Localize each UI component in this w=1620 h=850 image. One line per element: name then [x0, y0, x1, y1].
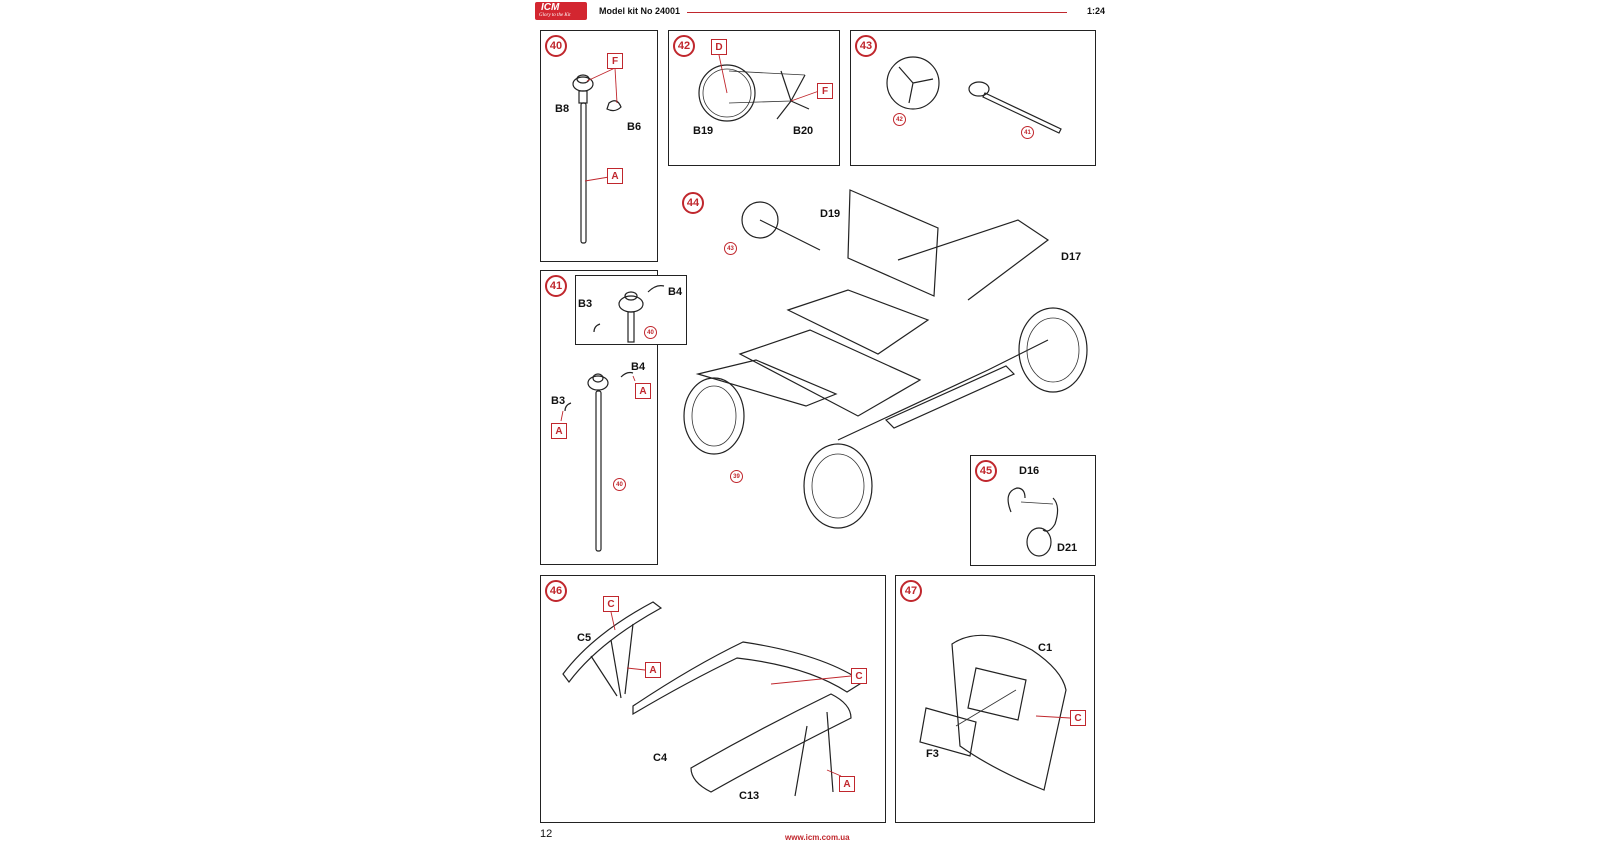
part-label: B4	[631, 361, 646, 373]
part-label: D19	[820, 208, 841, 220]
page-header: ICM Glory to the Kit Model kit No 24001 …	[535, 2, 1105, 22]
step-45-drawing	[1007, 487, 1059, 557]
step-number: 45	[975, 460, 997, 482]
step-number: 42	[673, 35, 695, 57]
part-label: C5	[577, 632, 592, 644]
step-reference: 41	[1021, 126, 1034, 139]
step-reference: 40	[613, 478, 626, 491]
step-41-inset-drawing	[593, 285, 665, 343]
callout-sprue: A	[645, 662, 661, 678]
step-42-panel: 42 D F B19 B20	[668, 30, 840, 166]
footer-url[interactable]: www.icm.com.ua	[785, 833, 850, 842]
step-number: 44	[682, 192, 704, 214]
callout-sprue: C	[603, 596, 619, 612]
part-label: D21	[1057, 542, 1078, 554]
step-reference: 40	[644, 326, 657, 339]
callout-sprue: A	[635, 383, 651, 399]
part-label: D16	[1019, 465, 1040, 477]
part-label: B8	[555, 103, 570, 115]
part-label: B19	[693, 125, 714, 137]
callout-sprue: F	[607, 53, 623, 69]
part-label: B3	[551, 395, 566, 407]
part-label: D17	[1061, 251, 1082, 263]
callout-sprue: D	[711, 39, 727, 55]
step-44-drawing	[683, 189, 1088, 529]
part-label: B6	[627, 121, 642, 133]
kit-title: Model kit No 24001	[599, 6, 681, 16]
page-number: 12	[540, 828, 553, 840]
part-label: C13	[739, 790, 760, 802]
callout-sprue: C	[1070, 710, 1086, 726]
step-reference: 42	[893, 113, 906, 126]
step-number: 40	[545, 35, 567, 57]
step-41-drawing	[560, 371, 636, 552]
step-number: 47	[900, 580, 922, 602]
callout-sprue: C	[851, 668, 867, 684]
step-42-drawing	[698, 54, 820, 122]
callout-sprue: A	[551, 423, 567, 439]
step-43-panel: 43 42 41	[850, 30, 1096, 166]
step-reference: 39	[730, 470, 743, 483]
part-label: B20	[793, 125, 814, 137]
step-41-inset: B3 B4 40	[575, 275, 687, 345]
step-reference: 43	[724, 242, 737, 255]
step-47-drawing	[919, 634, 1071, 791]
callout-sprue: F	[817, 83, 833, 99]
step-44-main-drawing: 44 D19 D17 43 39	[668, 180, 1108, 540]
part-label: B3	[578, 298, 593, 310]
icm-logo: ICM Glory to the Kit	[535, 2, 587, 20]
part-label: C4	[653, 752, 668, 764]
callout-sprue: A	[839, 776, 855, 792]
step-45-panel: 45 D16 D21	[970, 455, 1096, 566]
step-46-panel: 46 C A C A C5 C4 C13	[540, 575, 886, 823]
step-40-panel: 40 F A B8 B6	[540, 30, 658, 262]
part-label: F3	[926, 748, 939, 760]
step-number: 41	[545, 275, 567, 297]
header-divider	[687, 12, 1067, 13]
step-40-drawing	[572, 67, 622, 244]
step-47-panel: 47 C C1 F3	[895, 575, 1095, 823]
step-number: 46	[545, 580, 567, 602]
callout-sprue: A	[607, 168, 623, 184]
step-46-drawing	[562, 601, 865, 797]
step-number: 43	[855, 35, 877, 57]
part-label: B4	[668, 286, 683, 298]
part-label: C1	[1038, 642, 1053, 654]
step-43-drawing	[886, 56, 1062, 134]
kit-scale: 1:24	[1086, 6, 1105, 16]
